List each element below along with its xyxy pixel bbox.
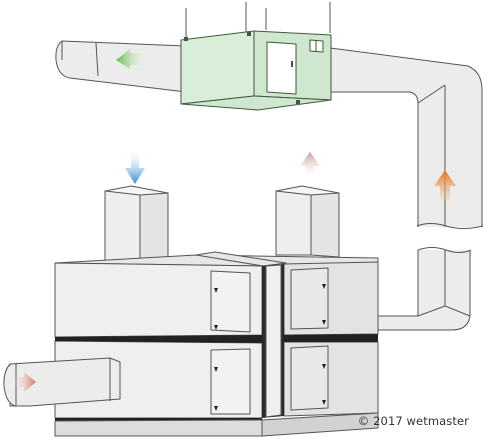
hanger-rods	[185, 2, 331, 40]
arrow-left-icon	[116, 49, 150, 69]
access-doors	[210, 267, 329, 415]
door-handles	[214, 284, 326, 411]
supply-riser	[104, 185, 169, 271]
exhaust-riser	[275, 185, 340, 258]
arrow-up-icon	[300, 152, 320, 178]
ceiling-air-handler	[180, 30, 332, 111]
arrow-right-icon	[12, 372, 36, 392]
inlet-duct	[3, 357, 121, 407]
copyright-notice: © 2017 wetmaster	[357, 414, 469, 428]
arrow-up-icon	[434, 170, 456, 200]
arrow-down-icon	[125, 148, 145, 184]
return-duct	[314, 45, 491, 331]
